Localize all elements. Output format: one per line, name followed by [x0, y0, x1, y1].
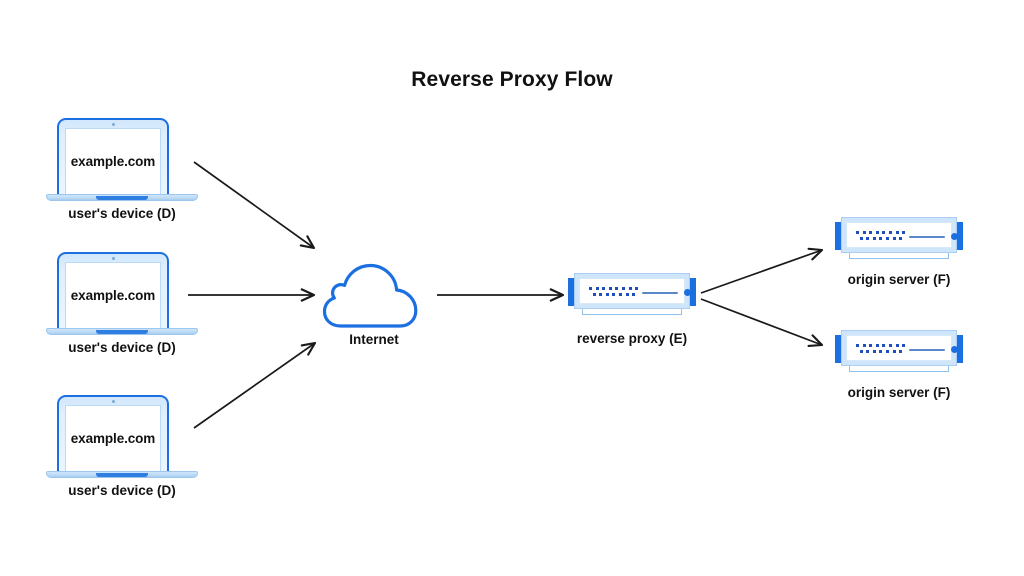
node-label-origin-server-2: origin server (F): [847, 385, 951, 400]
laptop-screen-text: example.com: [70, 431, 156, 446]
laptop-screen: example.com: [65, 405, 161, 471]
node-user-device-2[interactable]: example.com user's device (D): [46, 252, 198, 367]
cloud-icon: [322, 263, 418, 328]
edge-client3-internet: [193, 341, 317, 429]
laptop-lid: example.com: [57, 118, 169, 194]
server-body: [846, 335, 958, 361]
laptop-icon: example.com: [46, 118, 198, 212]
server-vent-dots-icon: [856, 231, 906, 243]
server-icon: [568, 271, 696, 319]
laptop-trackpad-notch: [96, 196, 148, 200]
server-slot-line: [642, 292, 678, 294]
node-reverse-proxy[interactable]: reverse proxy (E): [568, 271, 696, 363]
server-led-indicator-icon: [684, 289, 691, 296]
server-vent-dots-icon: [856, 344, 906, 356]
laptop-screen: example.com: [65, 262, 161, 328]
server-rack-ear-right: [953, 222, 963, 250]
server-vent-dots-icon: [589, 287, 639, 299]
node-user-device-1[interactable]: example.com user's device (D): [46, 118, 198, 233]
server-icon: [835, 215, 963, 263]
laptop-lid: example.com: [57, 252, 169, 328]
server-body: [846, 222, 958, 248]
page-title: Reverse Proxy Flow: [411, 68, 613, 91]
node-label-user-device-3: user's device (D): [68, 483, 176, 498]
server-led-indicator-icon: [951, 233, 958, 240]
laptop-screen: example.com: [65, 128, 161, 194]
laptop-screen-text: example.com: [70, 154, 156, 169]
server-rack-ear-left: [835, 335, 845, 363]
node-label-user-device-2: user's device (D): [68, 340, 176, 355]
server-frame: [841, 330, 958, 366]
node-label-reverse-proxy: reverse proxy (E): [576, 331, 688, 346]
server-frame: [574, 273, 691, 309]
server-rack-ear-left: [835, 222, 845, 250]
node-label-origin-server-1: origin server (F): [847, 272, 951, 287]
laptop-lid: example.com: [57, 395, 169, 471]
server-led-indicator-icon: [951, 346, 958, 353]
laptop-camera-icon: [111, 257, 115, 260]
edge-client1-internet: [193, 161, 316, 250]
server-slot-line: [909, 349, 945, 351]
laptop-camera-icon: [111, 400, 115, 403]
server-rack-ear-left: [568, 278, 578, 306]
laptop-camera-icon: [111, 123, 115, 126]
server-icon: [835, 328, 963, 376]
server-rack-ear-right: [953, 335, 963, 363]
node-origin-server-1[interactable]: origin server (F): [835, 215, 963, 307]
laptop-icon: example.com: [46, 395, 198, 489]
node-internet[interactable]: Internet: [322, 262, 426, 354]
laptop-trackpad-notch: [96, 330, 148, 334]
laptop-screen-text: example.com: [70, 288, 156, 303]
node-origin-server-2[interactable]: origin server (F): [835, 328, 963, 420]
node-label-user-device-1: user's device (D): [68, 206, 176, 221]
node-label-internet: Internet: [349, 332, 399, 347]
server-frame: [841, 217, 958, 253]
server-rack-ear-right: [686, 278, 696, 306]
node-user-device-3[interactable]: example.com user's device (D): [46, 395, 198, 510]
server-slot-line: [909, 236, 945, 238]
server-body: [579, 278, 691, 304]
laptop-trackpad-notch: [96, 473, 148, 477]
laptop-icon: example.com: [46, 252, 198, 346]
